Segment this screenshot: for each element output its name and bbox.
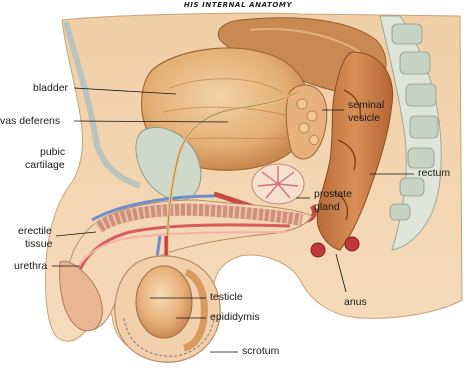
label-anus: anus <box>344 296 367 309</box>
label-seminal-vesicle-line1: seminal <box>348 99 384 112</box>
label-prostate-gland-line1: prostate <box>314 188 352 201</box>
label-pubic-cartilage-line1: pubic <box>40 146 65 159</box>
label-rectum: rectum <box>418 167 450 180</box>
label-erectile-tissue-line1: erectile <box>18 225 52 238</box>
label-scrotum: scrotum <box>242 345 279 358</box>
label-pubic-cartilage-line2: cartilage <box>25 159 65 172</box>
label-erectile-tissue-line2: tissue <box>25 238 52 251</box>
label-bladder: bladder <box>33 82 68 95</box>
diagram-title: HIS INTERNAL ANATOMY <box>0 1 476 9</box>
label-prostate-gland-line2: gland <box>314 201 340 214</box>
label-testicle: testicle <box>210 291 243 304</box>
label-seminal-vesicle-line2: vesicle <box>348 112 380 125</box>
label-vas-deferens: vas deferens <box>0 115 60 128</box>
label-urethra: urethra <box>14 260 47 273</box>
label-epididymis: epididymis <box>210 311 260 324</box>
testicle-organ <box>136 266 192 338</box>
